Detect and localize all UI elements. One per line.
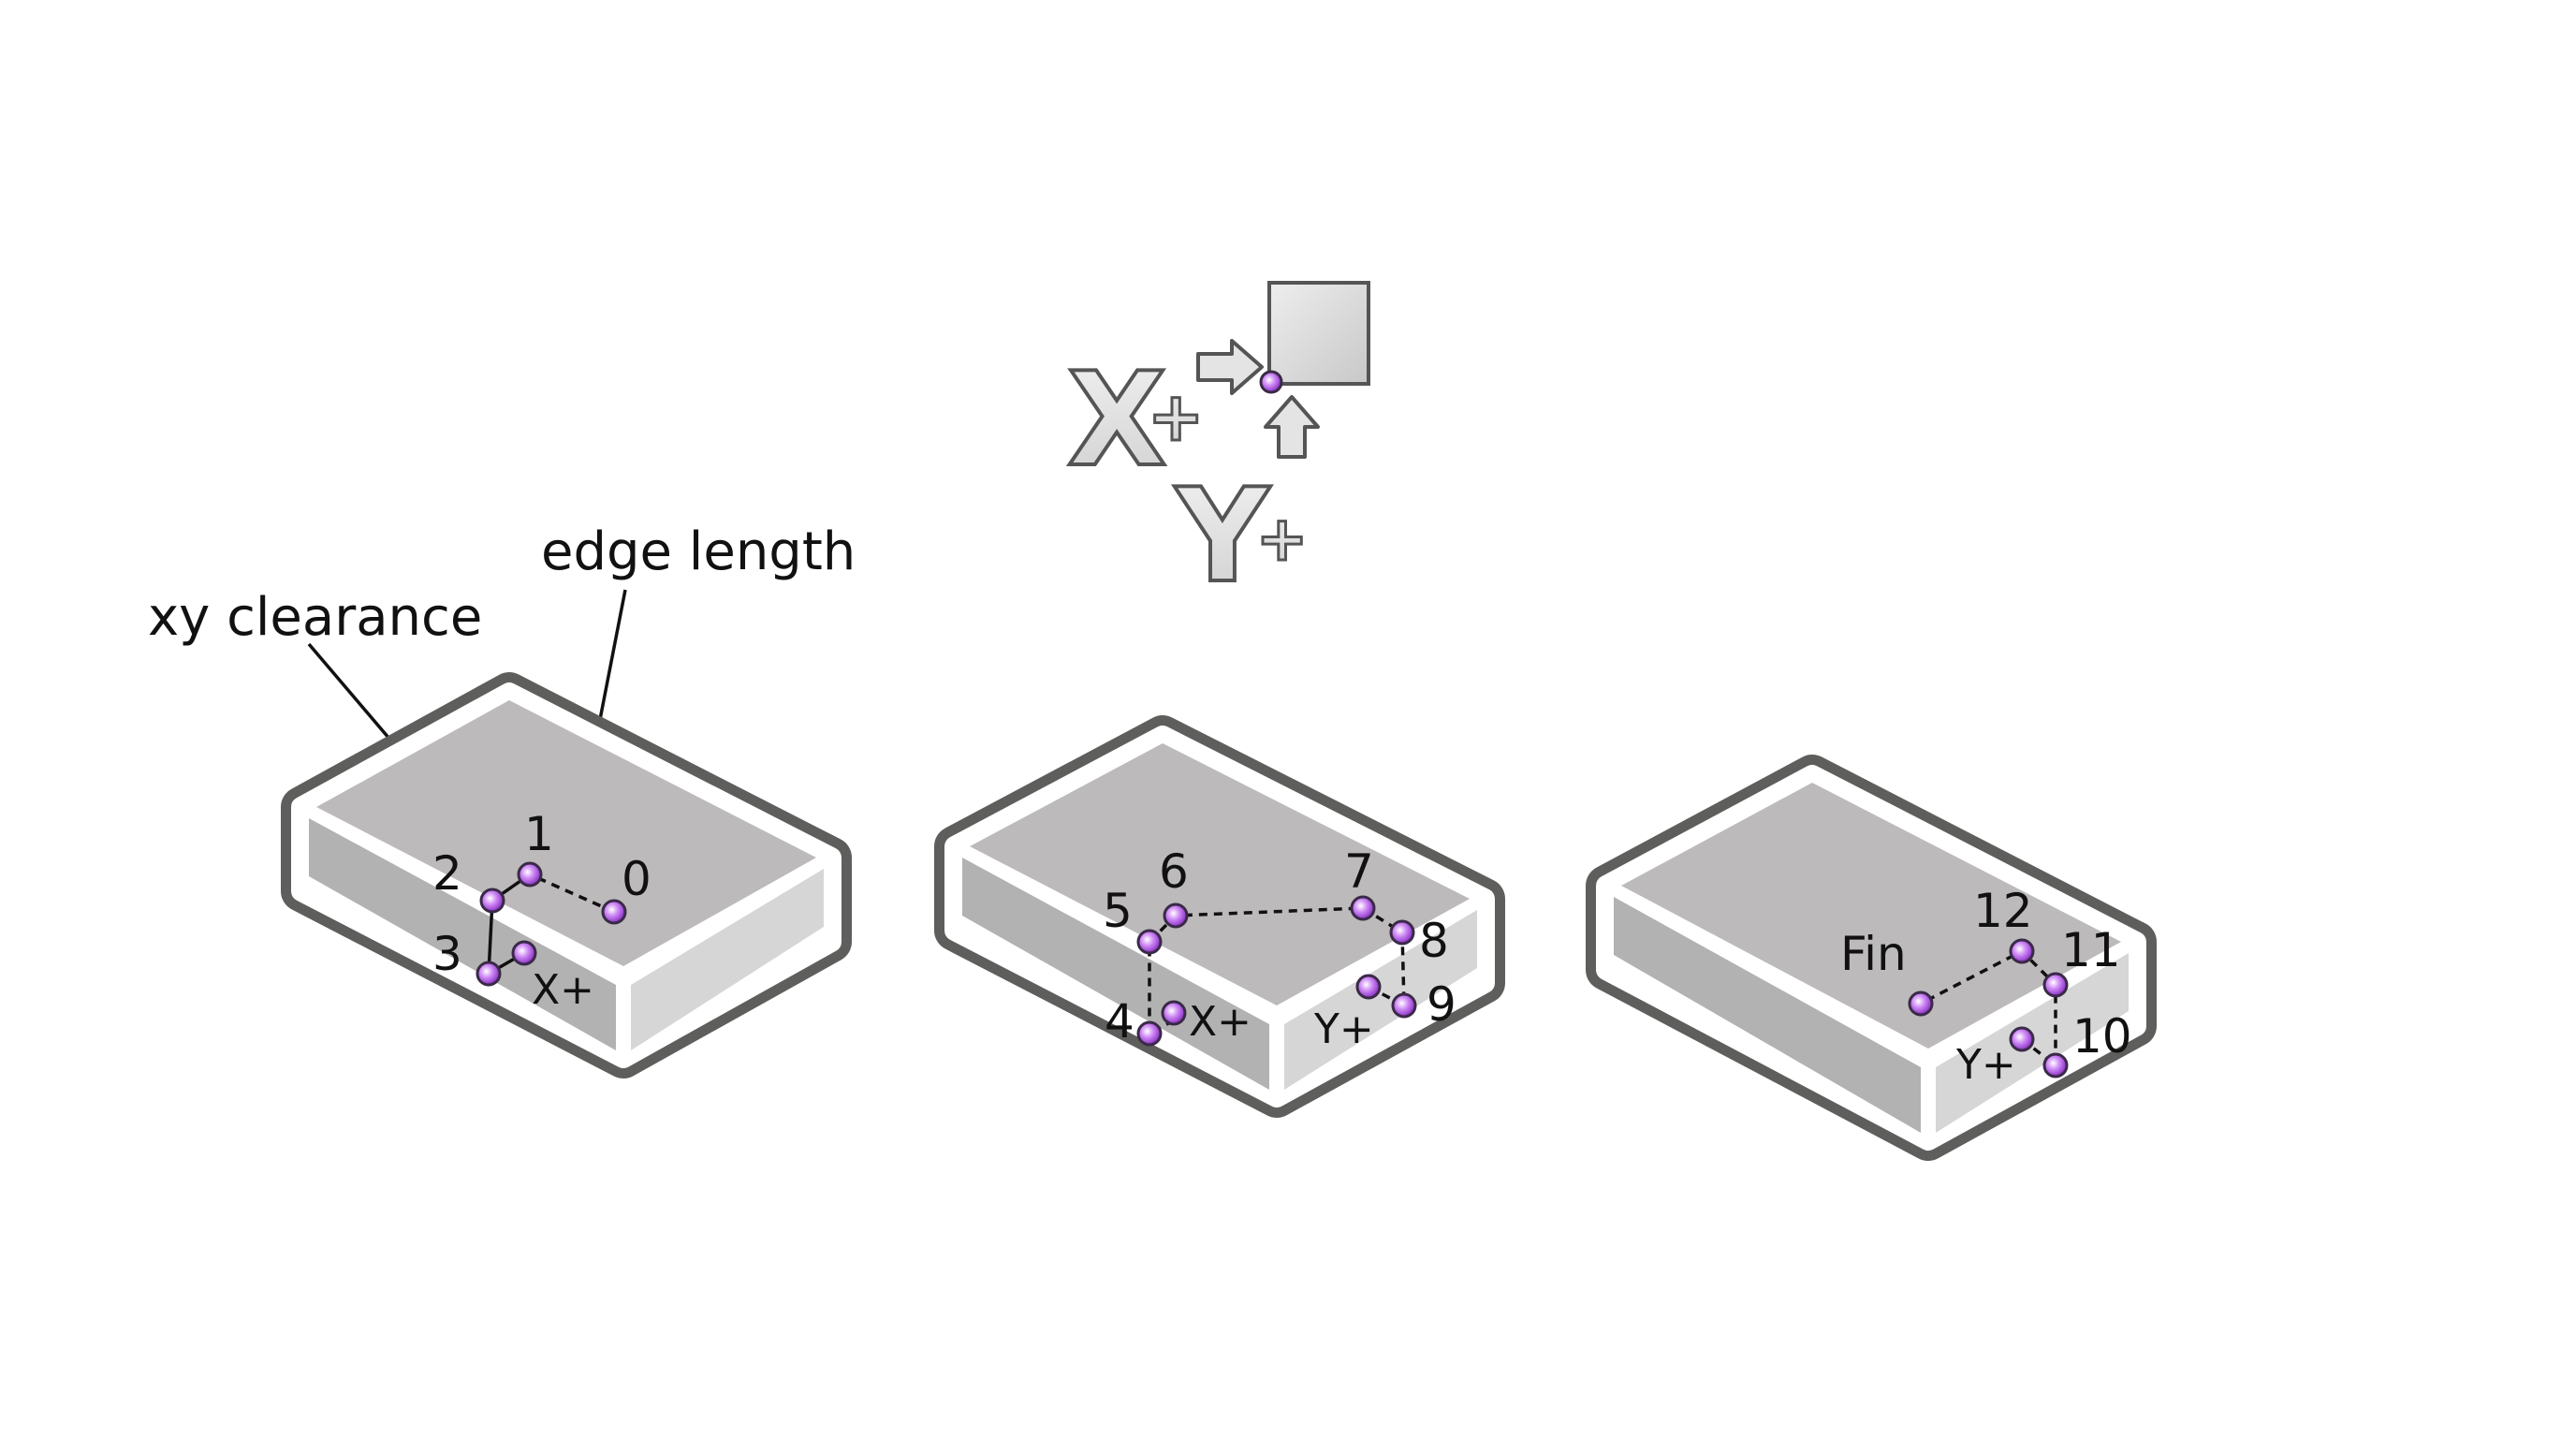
- point-label-8: 8: [1419, 914, 1449, 968]
- probe-point-fin: [1908, 990, 1934, 1017]
- probe-point-4: [1136, 1020, 1163, 1047]
- point-label-1: 1: [524, 807, 554, 861]
- point-label-3: 3: [432, 927, 462, 981]
- probe-point-7: [1350, 895, 1376, 921]
- probe-point-8: [1389, 919, 1415, 946]
- probe-point-block-2-yplus: [1355, 974, 1382, 1000]
- x-axis-letter: X: [1067, 345, 1166, 495]
- probe-point-block-1-start: [511, 940, 537, 966]
- isometric-block-3: [1586, 755, 2157, 1161]
- block-right-face: [631, 869, 824, 1050]
- probe-point-1: [517, 861, 543, 888]
- point-label-12: 12: [1973, 884, 2033, 938]
- probe-point-block-2-xplus: [1161, 1000, 1187, 1026]
- block-left-face: [962, 858, 1269, 1090]
- block-top-face: [1621, 783, 2121, 1049]
- probe-point-12: [2009, 938, 2035, 964]
- probe-point-6: [1163, 902, 1189, 929]
- point-label-10: 10: [2072, 1009, 2132, 1064]
- point-labels: 0 1 2 3 X+ 4 5 6 7 8 9 X+ Y+ 10 11 12 Fi…: [432, 807, 2132, 1089]
- direction-label-x-block-1: X+: [532, 966, 594, 1014]
- point-label-fin: Fin: [1840, 927, 1907, 981]
- y-axis-plus: +: [1256, 503, 1308, 575]
- isometric-block-1: [281, 672, 852, 1078]
- block-left-face: [309, 818, 616, 1050]
- arrow-up-icon: [1264, 395, 1320, 459]
- point-label-4: 4: [1105, 994, 1134, 1049]
- point-label-9: 9: [1427, 977, 1456, 1032]
- probe-point-2: [479, 888, 505, 914]
- y-axis-letter: Y: [1174, 461, 1271, 611]
- arrow-right-icon: [1196, 339, 1264, 395]
- direction-label-x-block-2: X+: [1189, 998, 1251, 1046]
- xy-clearance-label: xy clearance: [148, 587, 482, 648]
- probe-segment-1-2-3: [487, 873, 532, 977]
- point-label-11: 11: [2061, 923, 2121, 977]
- probe-point-block-3-start: [2009, 1026, 2035, 1052]
- point-label-0: 0: [622, 852, 651, 906]
- point-label-7: 7: [1344, 844, 1374, 899]
- probe-point-10: [2042, 1052, 2069, 1078]
- direction-label-y-block-3: Y+: [1955, 1041, 2016, 1089]
- x-axis-plus: +: [1148, 377, 1204, 456]
- probe-point-11: [2042, 972, 2069, 998]
- block-left-face: [1614, 897, 1921, 1133]
- point-label-2: 2: [432, 846, 462, 901]
- point-label-5: 5: [1103, 884, 1133, 938]
- reference-point-icon: [1259, 370, 1283, 394]
- probe-segment-0-1: [529, 873, 615, 914]
- point-label-6: 6: [1159, 844, 1189, 899]
- blocks-layer: [281, 672, 2157, 1161]
- origin-square-icon: [1267, 281, 1370, 386]
- probe-point-3: [476, 961, 502, 987]
- probe-point-5: [1136, 929, 1163, 955]
- axis-legend: X + Y +: [1065, 281, 1370, 613]
- block-top-face: [316, 700, 816, 966]
- isometric-block-2: [934, 715, 1505, 1118]
- annotations: xy clearance edge length: [148, 521, 856, 884]
- edge-length-label: edge length: [541, 521, 856, 582]
- probe-point-9: [1391, 992, 1417, 1019]
- direction-label-y-block-2: Y+: [1313, 1005, 1374, 1053]
- block-top-face: [970, 743, 1470, 1005]
- block-right-face: [1284, 910, 1477, 1090]
- probe-point-0: [601, 899, 627, 925]
